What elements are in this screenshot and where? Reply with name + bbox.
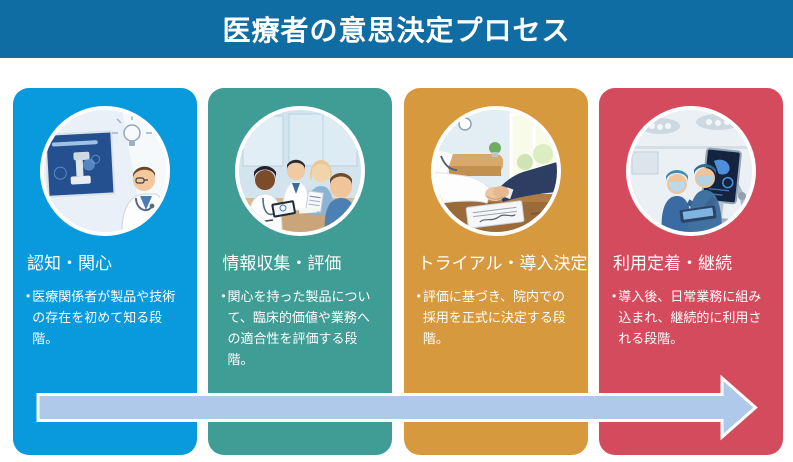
header-bar: 医療者の意思決定プロセス bbox=[0, 0, 793, 58]
tablet-icon bbox=[271, 200, 297, 218]
bullet-marker: • bbox=[611, 289, 617, 303]
stage-description: • 評価に基づき、院内での採用を正式に決定する段階。 bbox=[417, 286, 576, 349]
stage-description-text: 評価に基づき、院内での採用を正式に決定する段階。 bbox=[422, 289, 566, 347]
stage-description-text: 関心を持った製品について、臨床的価値や業務への適合性を評価する段階。 bbox=[227, 289, 371, 368]
stage-title: 利用定着・継続 bbox=[612, 254, 732, 273]
handshake-icon bbox=[434, 110, 557, 232]
continuation-illustration bbox=[625, 106, 756, 236]
stage-title: 情報収集・評価 bbox=[222, 254, 342, 273]
stage-title: トライアル・導入決定 bbox=[417, 254, 588, 273]
stage-card-adoption-continuation: 利用定着・継続 • 導入後、日常業務に組み込まれ、継続的に利用される段階。 bbox=[598, 88, 783, 455]
stage-card-trial-decision: トライアル・導入決定 • 評価に基づき、院内での採用を正式に決定する段階。 bbox=[403, 88, 588, 455]
stage-cards-row: 認知・関心 • 医療関係者が製品や技術の存在を初めて知る段階。 bbox=[13, 88, 783, 455]
contract-document bbox=[465, 200, 525, 229]
stage-description: • 導入後、日常業務に組み込まれ、継続的に利用される段階。 bbox=[612, 286, 771, 349]
doctor-viewing-screen-icon bbox=[44, 110, 166, 232]
bullet-marker: • bbox=[416, 289, 421, 303]
stage-card-evaluation: 情報収集・評価 • 関心を持った製品について、臨床的価値や業務への適合性を評価す… bbox=[208, 88, 393, 455]
control-console bbox=[679, 205, 717, 223]
awareness-illustration bbox=[40, 106, 170, 236]
decision-illustration bbox=[430, 106, 561, 236]
stage-title: 認知・関心 bbox=[27, 254, 112, 273]
stage-description-text: 医療関係者が製品や技術の存在を初めて知る段階。 bbox=[32, 289, 176, 347]
bullet-marker: • bbox=[26, 289, 31, 303]
stage-description-text: 導入後、日常業務に組み込まれ、継続的に利用される段階。 bbox=[618, 289, 762, 347]
medical-team-icon bbox=[239, 110, 362, 232]
robotic-surgery-icon bbox=[629, 110, 752, 232]
clasped-hands bbox=[484, 186, 509, 201]
bullet-marker: • bbox=[221, 289, 226, 303]
stage-description: • 関心を持った製品について、臨床的価値や業務への適合性を評価する段階。 bbox=[221, 286, 380, 370]
page-title: 医療者の意思決定プロセス bbox=[222, 15, 571, 46]
stage-card-awareness: 認知・関心 • 医療関係者が製品や技術の存在を初めて知る段階。 bbox=[13, 88, 197, 455]
stage-description: • 医療関係者が製品や技術の存在を初めて知る段階。 bbox=[26, 286, 185, 349]
evaluation-illustration bbox=[235, 106, 366, 236]
